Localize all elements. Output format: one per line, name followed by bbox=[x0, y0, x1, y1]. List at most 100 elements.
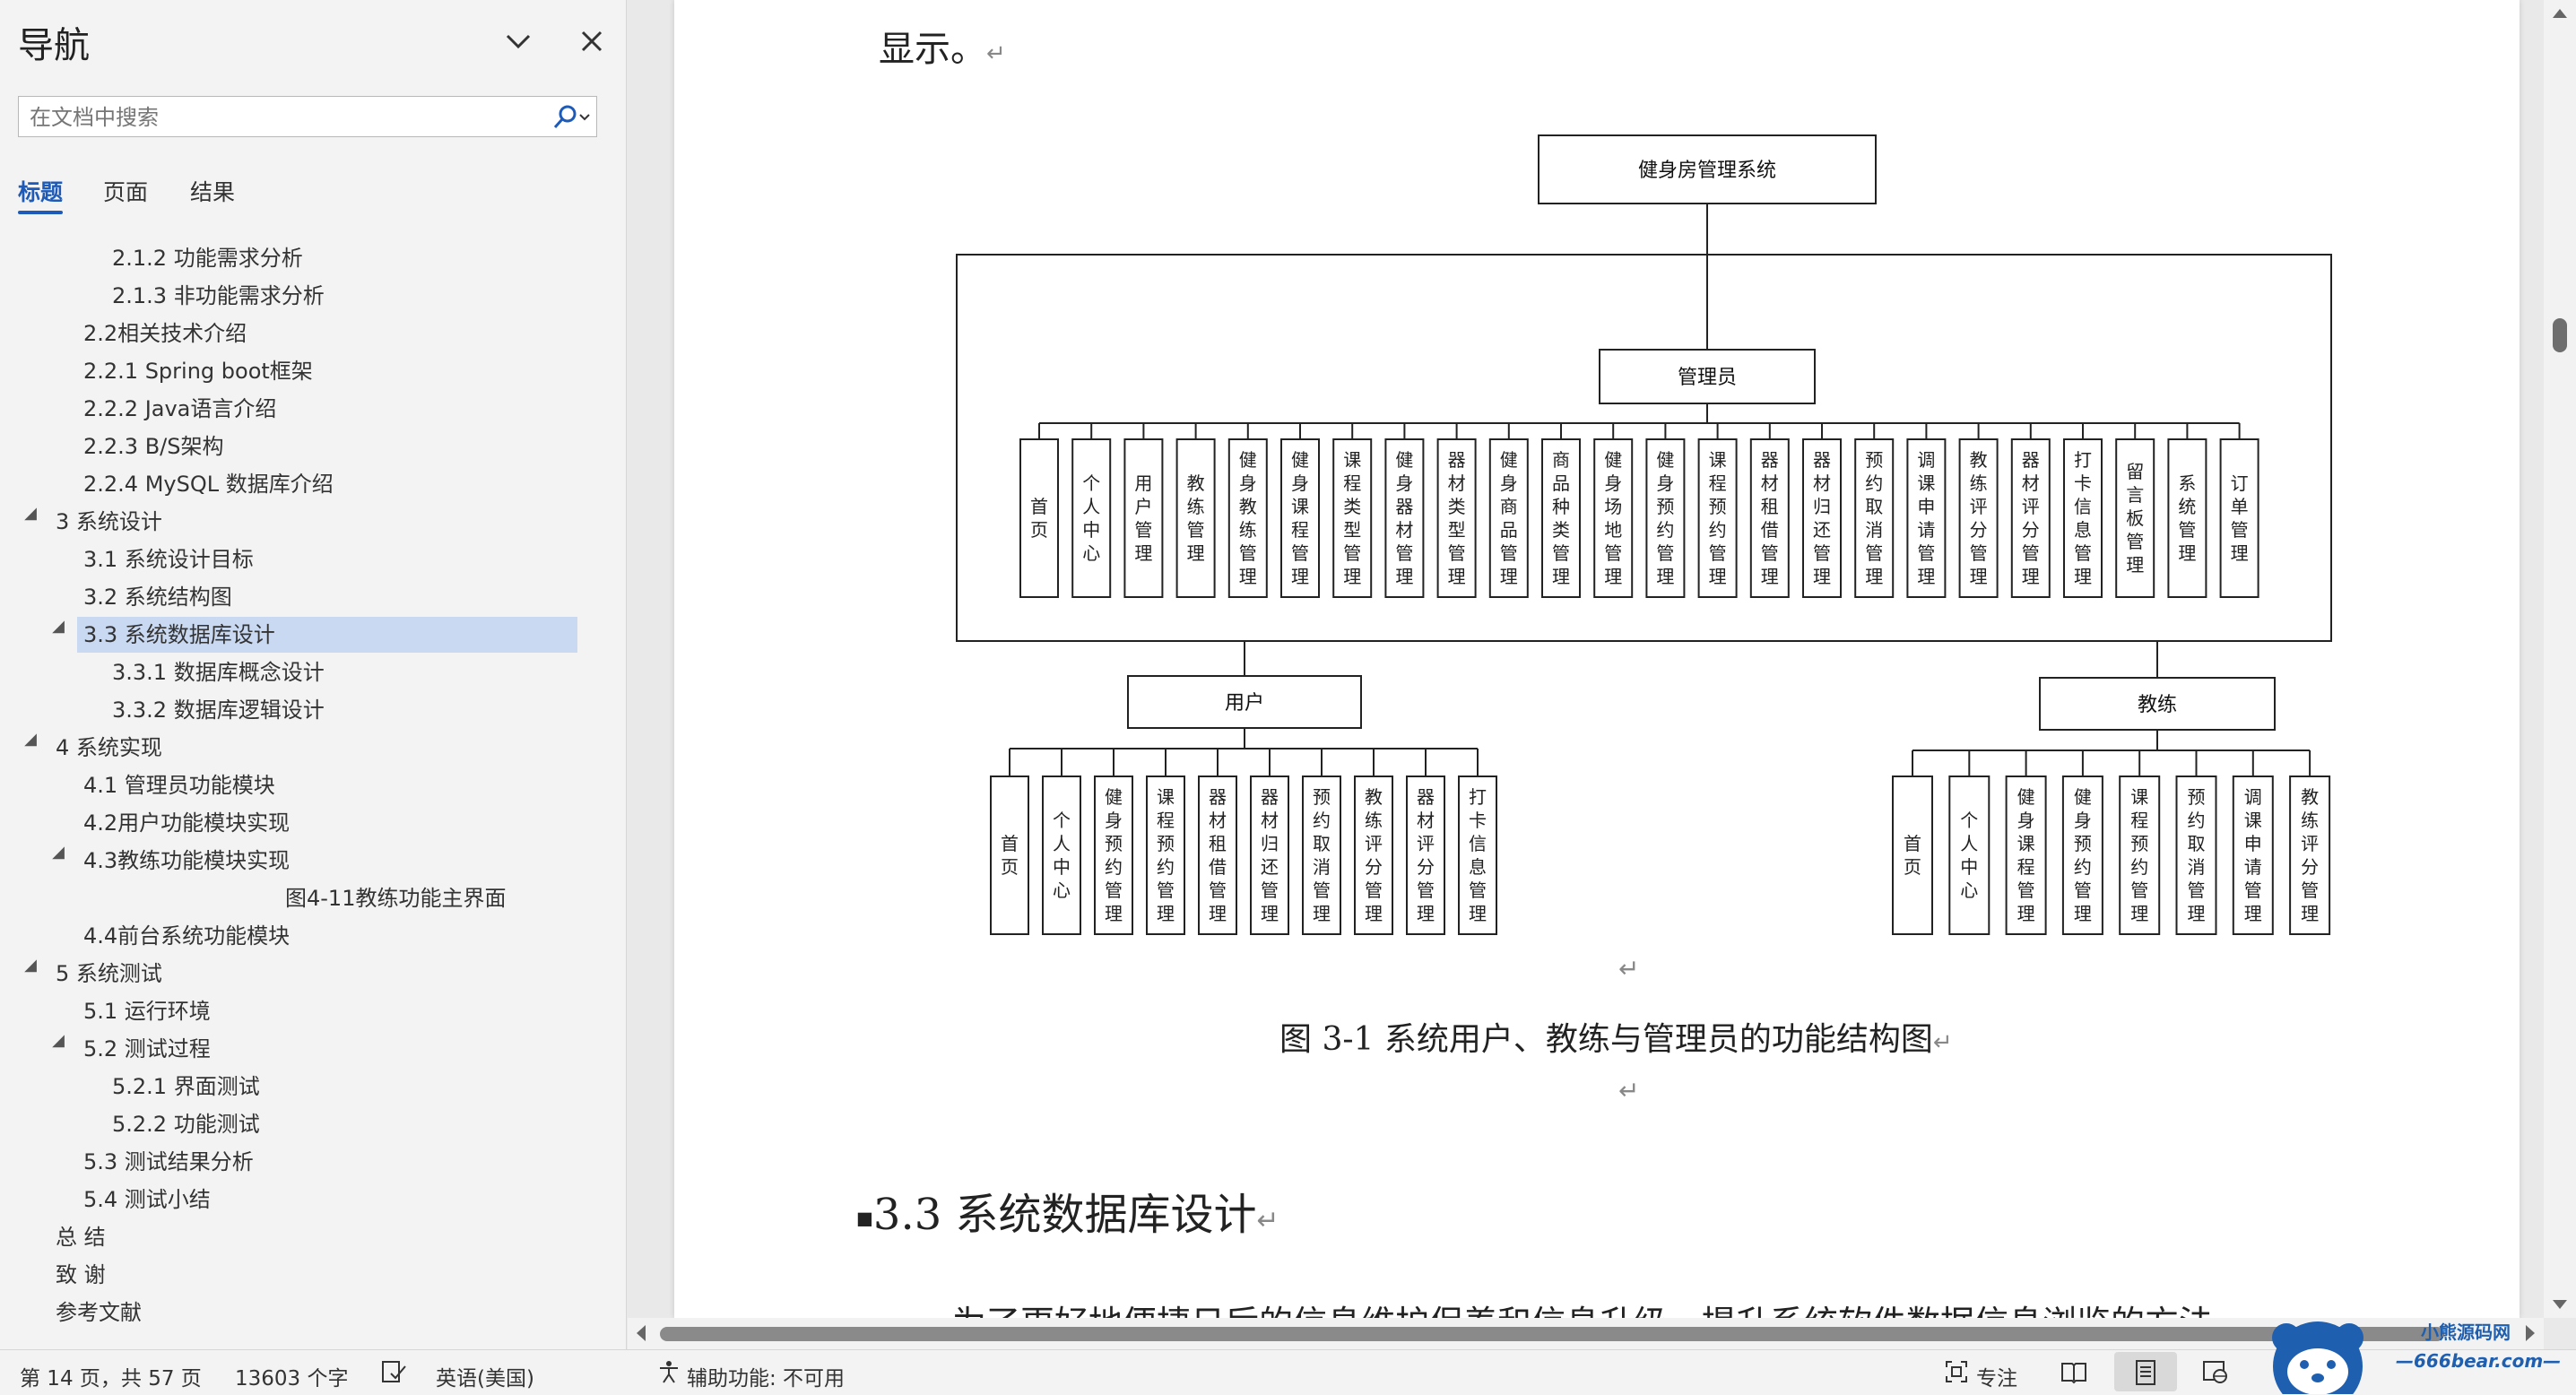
function-label-char: 管 bbox=[2074, 879, 2092, 901]
tree-item[interactable]: 5.3 测试结果分析 bbox=[83, 1149, 254, 1174]
tree-item[interactable]: 5.2.1 界面测试 bbox=[112, 1074, 260, 1099]
tree-item[interactable]: 3.1 系统设计目标 bbox=[83, 547, 254, 572]
tree-item[interactable]: 2.2相关技术介绍 bbox=[83, 321, 247, 346]
function-label-char: 管 bbox=[2017, 879, 2035, 901]
nav-title: 导航 bbox=[18, 25, 90, 66]
tree-item[interactable]: 致 谢 bbox=[56, 1262, 106, 1287]
search-icon[interactable] bbox=[550, 102, 593, 133]
status-bar: 第 14 页，共 57 页 13603 个字 英语(美国) 辅助功能: 不可用 … bbox=[0, 1349, 2576, 1395]
accessibility-icon[interactable] bbox=[656, 1359, 681, 1390]
scroll-left-icon[interactable] bbox=[628, 1318, 655, 1349]
tree-item[interactable]: 3.3 系统数据库设计 bbox=[83, 622, 275, 647]
tree-item[interactable]: 4.2用户功能模块实现 bbox=[83, 810, 291, 836]
tree-item[interactable]: 2.1.3 非功能需求分析 bbox=[112, 283, 325, 308]
language-indicator[interactable]: 英语(美国) bbox=[436, 1367, 534, 1391]
function-label-char: 教 bbox=[1365, 786, 1383, 808]
tree-item[interactable]: 5 系统测试 bbox=[56, 961, 162, 986]
function-label-char: 请 bbox=[1917, 519, 1935, 541]
tree-item[interactable]: 2.2.2 Java语言介绍 bbox=[83, 396, 277, 421]
function-label-char: 中 bbox=[1053, 856, 1071, 878]
function-box bbox=[1697, 438, 1738, 598]
function-label-char: 管 bbox=[1448, 542, 1466, 564]
vertical-scrollbar[interactable] bbox=[2544, 0, 2576, 1318]
tab-results[interactable]: 结果 bbox=[190, 179, 236, 205]
function-label-char: 程 bbox=[1343, 472, 1361, 494]
accessibility-status[interactable]: 辅助功能: 不可用 bbox=[687, 1367, 846, 1391]
function-label-char: 个 bbox=[1960, 810, 1978, 831]
tree-item[interactable]: 3 系统设计 bbox=[56, 509, 162, 534]
tree-item[interactable]: 4.3教练功能模块实现 bbox=[83, 848, 291, 873]
scroll-up-icon[interactable] bbox=[2544, 0, 2576, 27]
function-label-char: 器 bbox=[1395, 496, 1413, 517]
function-label-char: 管 bbox=[1469, 879, 1487, 901]
word-count[interactable]: 13603 个字 bbox=[235, 1367, 349, 1391]
tree-expand-toggle-icon[interactable]: ◢ bbox=[52, 617, 65, 636]
scroll-down-icon[interactable] bbox=[2544, 1291, 2576, 1318]
function-label-char: 材 bbox=[1417, 810, 1435, 831]
function-label-char: 健 bbox=[1500, 449, 1518, 471]
tree-item[interactable]: 3.3.1 数据库概念设计 bbox=[112, 660, 325, 685]
proofing-icon[interactable] bbox=[380, 1359, 407, 1390]
vertical-scroll-thumb[interactable] bbox=[2553, 318, 2567, 352]
scroll-right-icon[interactable] bbox=[2517, 1318, 2544, 1349]
tree-item[interactable]: 3.3.2 数据库逻辑设计 bbox=[112, 698, 325, 723]
function-label-char: 心 bbox=[1960, 879, 1978, 901]
function-box bbox=[1384, 438, 1425, 598]
tree-item[interactable]: 总 结 bbox=[56, 1225, 106, 1250]
print-layout-button[interactable] bbox=[2114, 1352, 2177, 1391]
function-box bbox=[1332, 438, 1373, 598]
search-input[interactable] bbox=[19, 97, 551, 138]
horizontal-scrollbar[interactable] bbox=[628, 1318, 2544, 1349]
tree-item[interactable]: 2.2.1 Spring boot框架 bbox=[83, 359, 313, 384]
function-label-char: 打 bbox=[1469, 786, 1487, 808]
tree-item[interactable]: 3.2 系统结构图 bbox=[83, 585, 232, 610]
function-label-char: 型 bbox=[1343, 519, 1361, 541]
horizontal-scroll-thumb[interactable] bbox=[660, 1327, 2444, 1341]
tree-item[interactable]: 2.2.3 B/S架构 bbox=[83, 434, 224, 459]
function-label-char: 预 bbox=[1865, 449, 1883, 471]
function-label-char: 户 bbox=[1134, 496, 1152, 517]
tab-headings[interactable]: 标题 bbox=[18, 175, 64, 214]
tree-item[interactable]: 4.4前台系统功能模块 bbox=[83, 923, 291, 949]
tree-expand-toggle-icon[interactable]: ◢ bbox=[52, 843, 65, 862]
tree-item[interactable]: 参考文献 bbox=[56, 1300, 142, 1325]
tree-item[interactable]: 5.1 运行环境 bbox=[83, 999, 211, 1024]
tree-item[interactable]: 2.1.2 功能需求分析 bbox=[112, 246, 303, 271]
function-label-char: 约 bbox=[2074, 856, 2092, 878]
tree-expand-toggle-icon[interactable]: ◢ bbox=[24, 956, 37, 975]
function-label-char: 借 bbox=[1761, 519, 1779, 541]
page-count[interactable]: 第 14 页，共 57 页 bbox=[20, 1367, 202, 1391]
tree-expand-toggle-icon[interactable]: ◢ bbox=[24, 504, 37, 523]
function-label-char: 管 bbox=[1970, 542, 1988, 564]
document-page[interactable]: 显示。↵ 健身房管理系统管理员首页个人中心用户管理教练管理健身教练管理健身课程管… bbox=[674, 0, 2520, 1318]
close-icon[interactable] bbox=[574, 23, 610, 59]
tree-item[interactable]: 5.2.2 功能测试 bbox=[112, 1112, 260, 1137]
tree-expand-toggle-icon[interactable]: ◢ bbox=[52, 1031, 65, 1050]
tab-pages[interactable]: 页面 bbox=[103, 179, 149, 205]
tree-item[interactable]: 4.1 管理员功能模块 bbox=[83, 773, 275, 798]
function-label-char: 用 bbox=[1134, 472, 1152, 494]
nav-search-box bbox=[18, 96, 597, 138]
function-label-char: 理 bbox=[1917, 566, 1935, 587]
tree-expand-toggle-icon[interactable]: ◢ bbox=[24, 730, 37, 749]
function-label-char: 信 bbox=[2074, 496, 2092, 517]
tree-item[interactable]: 图4-11教练功能主界面 bbox=[285, 886, 507, 911]
tree-item[interactable]: 2.2.4 MySQL 数据库介绍 bbox=[83, 472, 334, 497]
function-box bbox=[1458, 775, 1497, 935]
web-layout-icon[interactable] bbox=[2202, 1359, 2229, 1390]
tree-item[interactable]: 5.4 测试小结 bbox=[83, 1187, 211, 1212]
tree-item[interactable]: 4 系统实现 bbox=[56, 735, 162, 760]
function-label-char: 人 bbox=[1082, 496, 1100, 517]
function-label-char: 管 bbox=[2301, 879, 2319, 901]
focus-icon[interactable] bbox=[1944, 1359, 1969, 1390]
function-label-char: 理 bbox=[1261, 903, 1279, 924]
function-label-char: 调 bbox=[2244, 786, 2262, 808]
chevron-down-icon[interactable] bbox=[500, 27, 536, 57]
tree-item[interactable]: 5.2 测试过程 bbox=[83, 1036, 211, 1061]
function-label-char: 程 bbox=[1291, 519, 1309, 541]
function-label-char: 管 bbox=[1261, 879, 1279, 901]
focus-mode[interactable]: 专注 bbox=[1976, 1367, 2017, 1391]
user-node-box bbox=[1127, 675, 1362, 729]
function-label-char: 管 bbox=[1239, 542, 1257, 564]
read-mode-icon[interactable] bbox=[2060, 1359, 2087, 1390]
